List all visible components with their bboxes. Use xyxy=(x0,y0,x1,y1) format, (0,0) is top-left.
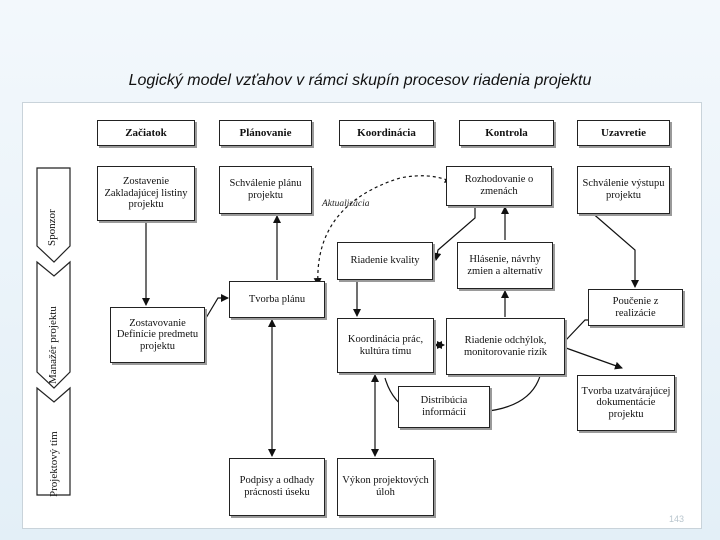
slide-title: Logický model vzťahov v rámci skupín pro… xyxy=(128,72,592,89)
box-riadenie-odchylok: Riadenie odchýlok, monitorovanie rizík xyxy=(446,318,565,375)
header-kontrola: Kontrola xyxy=(459,120,554,146)
box-rozhodovanie: Rozhodovanie o zmenách xyxy=(446,166,552,206)
box-zostavovanie-definicie: Zostavovanie Definície predmetu projektu xyxy=(110,307,205,363)
box-poucenie: Poučenie z realizácie xyxy=(588,289,683,326)
box-distribucia: Distribúcia informácií xyxy=(398,386,490,428)
box-riadenie-kvality: Riadenie kvality xyxy=(337,242,433,280)
side-label-manazer: Manažér projektu xyxy=(47,306,59,384)
box-vykon: Výkon projektových úloh xyxy=(337,458,434,516)
header-koordinacia: Koordinácia xyxy=(339,120,434,146)
box-podpisy: Podpisy a odhady prácnosti úseku xyxy=(229,458,325,516)
side-label-tim: Projektový tím xyxy=(48,431,60,497)
box-koordinacia-prac: Koordinácia prác, kultúra tímu xyxy=(337,318,434,373)
box-tvorba-planu: Tvorba plánu xyxy=(229,281,325,318)
box-schvalenie-vystupu: Schválenie výstupu projektu xyxy=(577,166,670,214)
header-planovanie: Plánovanie xyxy=(219,120,312,146)
box-hlasenie: Hlásenie, návrhy zmien a alternatív xyxy=(457,242,553,289)
box-tvorba-dokumentacie: Tvorba uzatvárajúcej dokumentácie projek… xyxy=(577,375,675,431)
header-uzavretie: Uzavretie xyxy=(577,120,670,146)
header-zaciatok: Začiatok xyxy=(97,120,195,146)
page-number: 143 xyxy=(668,514,684,524)
box-zostavenie-listiny: Zostavenie Zakladajúcej listiny projektu xyxy=(97,166,195,221)
box-schvalenie-planu: Schválenie plánu projektu xyxy=(219,166,312,214)
aktualizacia-label: Aktualizácia xyxy=(322,199,370,209)
side-label-sponzor: Sponzor xyxy=(46,209,58,246)
